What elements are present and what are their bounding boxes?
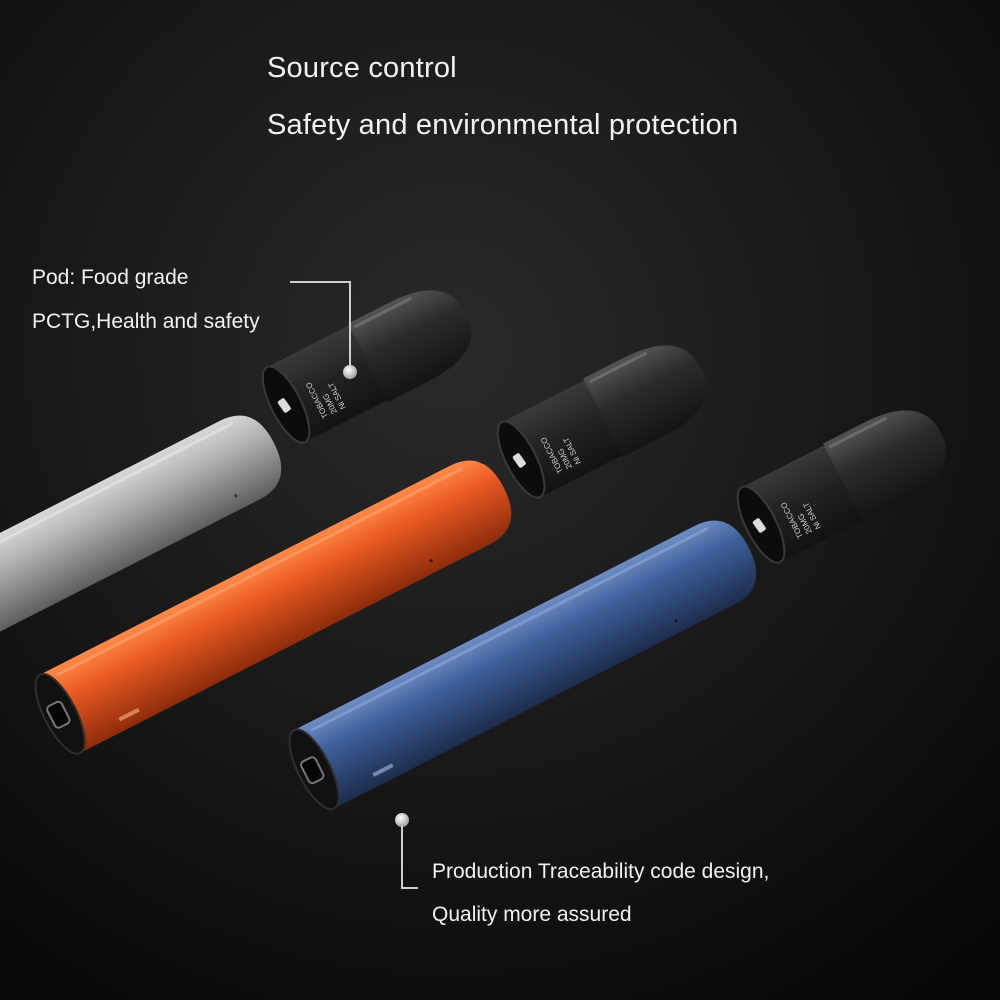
pod-3: TOBACCO 20MG Ni SALT (726, 392, 963, 573)
trace-callout-line-2: Quality more assured (432, 903, 632, 926)
trace-callout-leader (395, 813, 418, 889)
headline-line-1: Source control (267, 52, 457, 84)
blue-battery (288, 520, 757, 811)
silver-battery (0, 415, 282, 650)
trace-callout-line-1: Production Traceability code design, (432, 860, 770, 883)
orange-battery (34, 460, 512, 755)
pod-2: TOBACCO 20MG Ni SALT (486, 327, 723, 508)
headline-line-2: Safety and environmental protection (267, 109, 739, 141)
pod-callout-line-2: PCTG,Health and safety (32, 310, 260, 333)
pod-1: TOBACCO 20MG Ni SALT (251, 272, 488, 453)
pod-callout-leader (290, 281, 357, 379)
pod-callout-line-1: Pod: Food grade (32, 266, 189, 289)
